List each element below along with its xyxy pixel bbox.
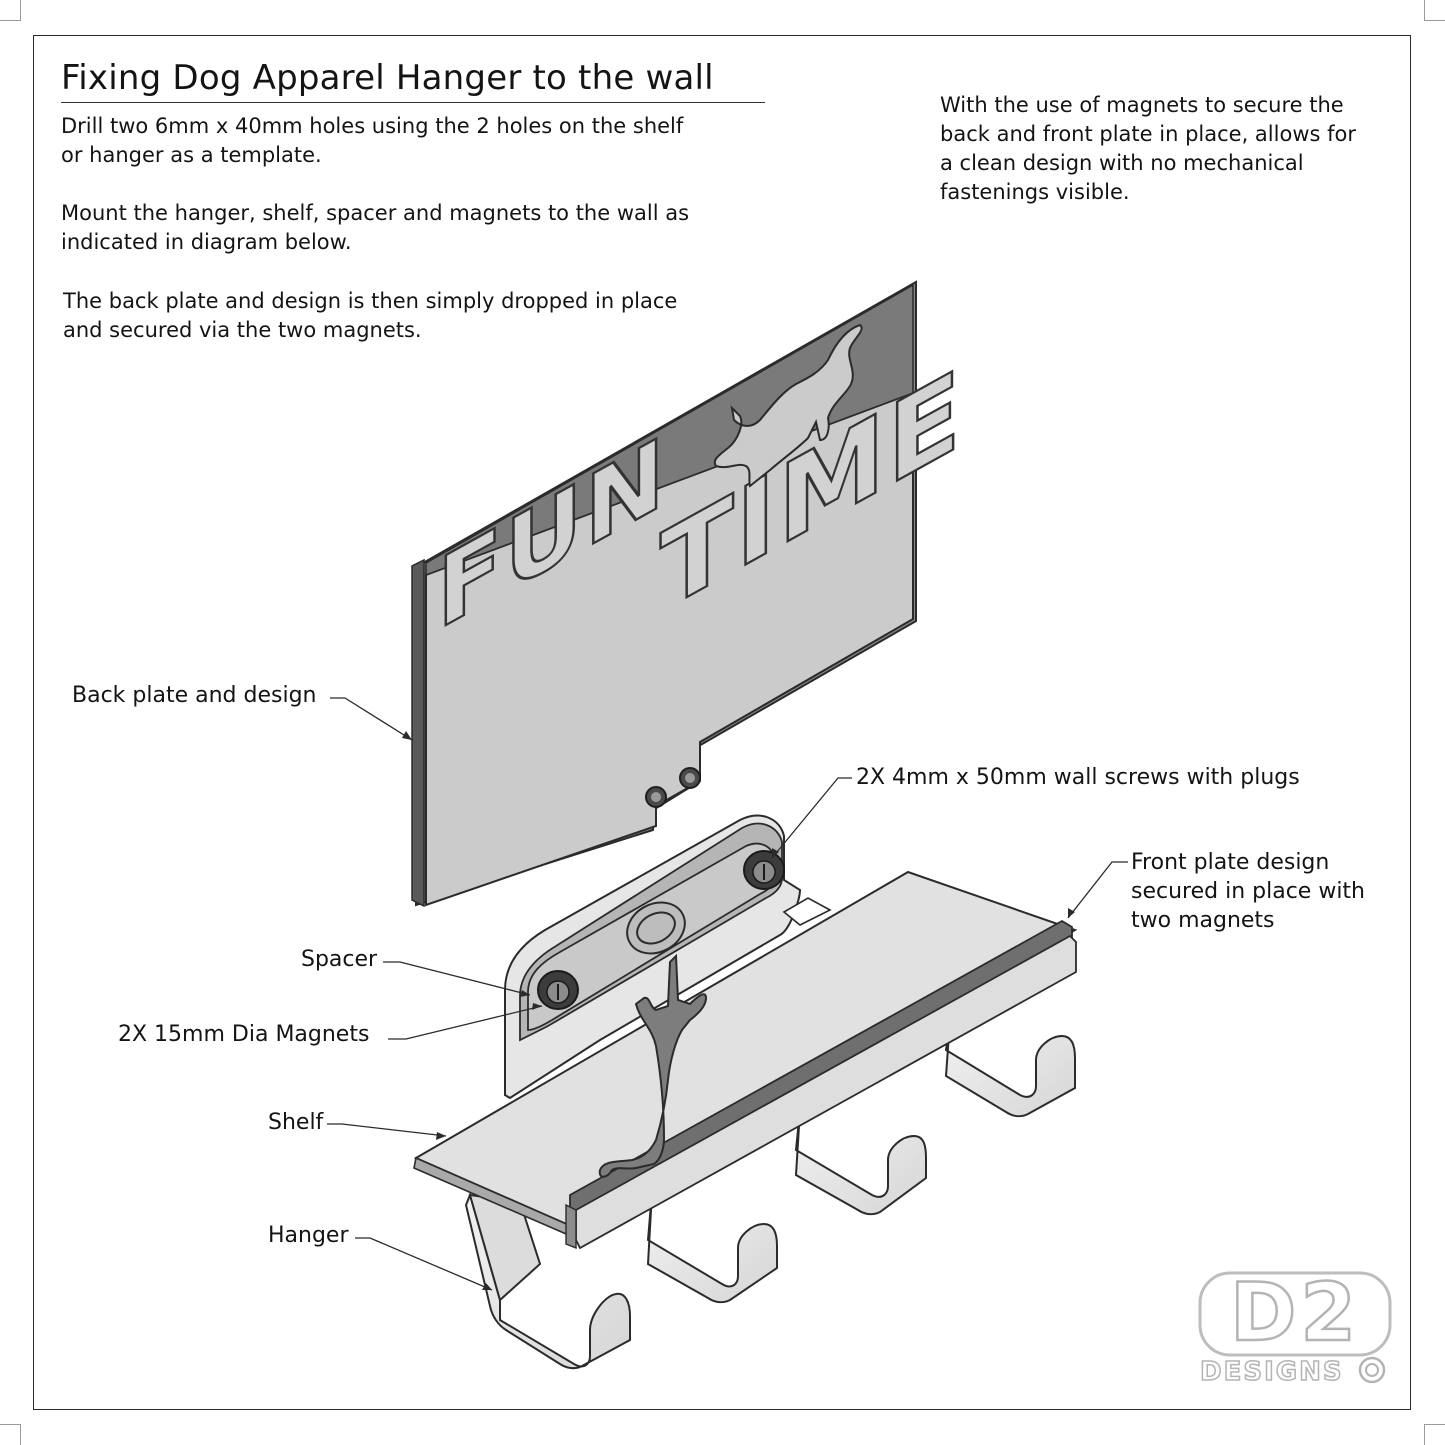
logo-frame — [1198, 1271, 1392, 1357]
shelf — [413, 870, 1078, 1242]
leader-magnets — [388, 1005, 543, 1040]
callout-wall-screws: 2X 4mm x 50mm wall screws with plugs — [856, 765, 1300, 790]
callout-spacer: Spacer — [301, 947, 378, 972]
leader-back-plate — [330, 697, 413, 741]
back-plate: FUN TIME — [411, 280, 964, 908]
spacer-magnet-left — [537, 970, 579, 1010]
logo-word: DESIGNS — [1200, 1357, 1344, 1387]
spacer-magnet-right — [743, 850, 785, 890]
hook-4 — [944, 1019, 1076, 1118]
callout-hanger: Hanger — [268, 1223, 349, 1248]
leader-hanger — [355, 1237, 493, 1291]
arrow-front-plate — [1068, 908, 1075, 918]
crop-mark-top-left — [0, 0, 21, 21]
shelf-upright-notch — [782, 897, 832, 926]
spacer-logo-ring — [636, 911, 676, 945]
instruction-drill: Drill two 6mm x 40mm holes using the 2 h… — [61, 114, 684, 167]
callout-magnets: 2X 15mm Dia Magnets — [118, 1022, 370, 1047]
d2-designs-logo: D2 DESIGNS — [1198, 1265, 1392, 1388]
arrow-spacer — [520, 990, 530, 997]
leader-arrowheads — [402, 731, 1075, 1290]
callout-shelf: Shelf — [268, 1110, 324, 1135]
front-plate-dog-silhouette — [598, 953, 708, 1178]
wall-mount-assembly — [504, 814, 802, 1100]
logo-mark: D2 — [1230, 1266, 1360, 1359]
leader-lines — [327, 697, 1128, 1291]
front-plate — [565, 919, 1077, 1250]
logo-emblem — [1358, 1356, 1386, 1384]
crop-mark-bottom-right — [1424, 1424, 1445, 1445]
crop-mark-bottom-left — [0, 1424, 21, 1445]
leader-front-plate — [1067, 861, 1128, 919]
leader-shelf — [327, 1123, 447, 1137]
arrow-screws — [772, 848, 779, 858]
logo-emblem-inner — [1365, 1363, 1379, 1377]
instruction-back-plate: The back plate and design is then simply… — [63, 289, 678, 342]
hook-3 — [794, 1109, 927, 1216]
arrow-shelf — [436, 1132, 446, 1140]
crop-mark-top-right — [1424, 0, 1445, 21]
plate-dog-silhouette — [713, 323, 863, 488]
hanger-hooks — [464, 1019, 1076, 1370]
drawing-frame — [33, 35, 1411, 1410]
callout-front-plate: Front plate design secured in place with… — [1131, 850, 1365, 933]
leader-spacer — [383, 961, 531, 996]
arrow-back-plate — [402, 731, 412, 740]
sheet-title: Fixing Dog Apparel Hanger to the wall — [61, 56, 765, 103]
leader-screws — [771, 777, 852, 859]
magnet-note: With the use of magnets to secure the ba… — [940, 93, 1356, 204]
callout-back-plate: Back plate and design — [72, 683, 317, 708]
instruction-mount: Mount the hanger, shelf, spacer and magn… — [61, 201, 690, 254]
hook-2 — [646, 1191, 778, 1304]
hook-1-arm — [464, 1191, 631, 1370]
plate-magnet-left-core — [651, 792, 661, 802]
arrow-hanger — [482, 1283, 492, 1290]
back-plate-edge — [411, 558, 425, 908]
arrow-magnets — [532, 1003, 542, 1010]
front-plate-edge — [565, 1203, 577, 1250]
plate-magnet-right-core — [685, 773, 695, 783]
